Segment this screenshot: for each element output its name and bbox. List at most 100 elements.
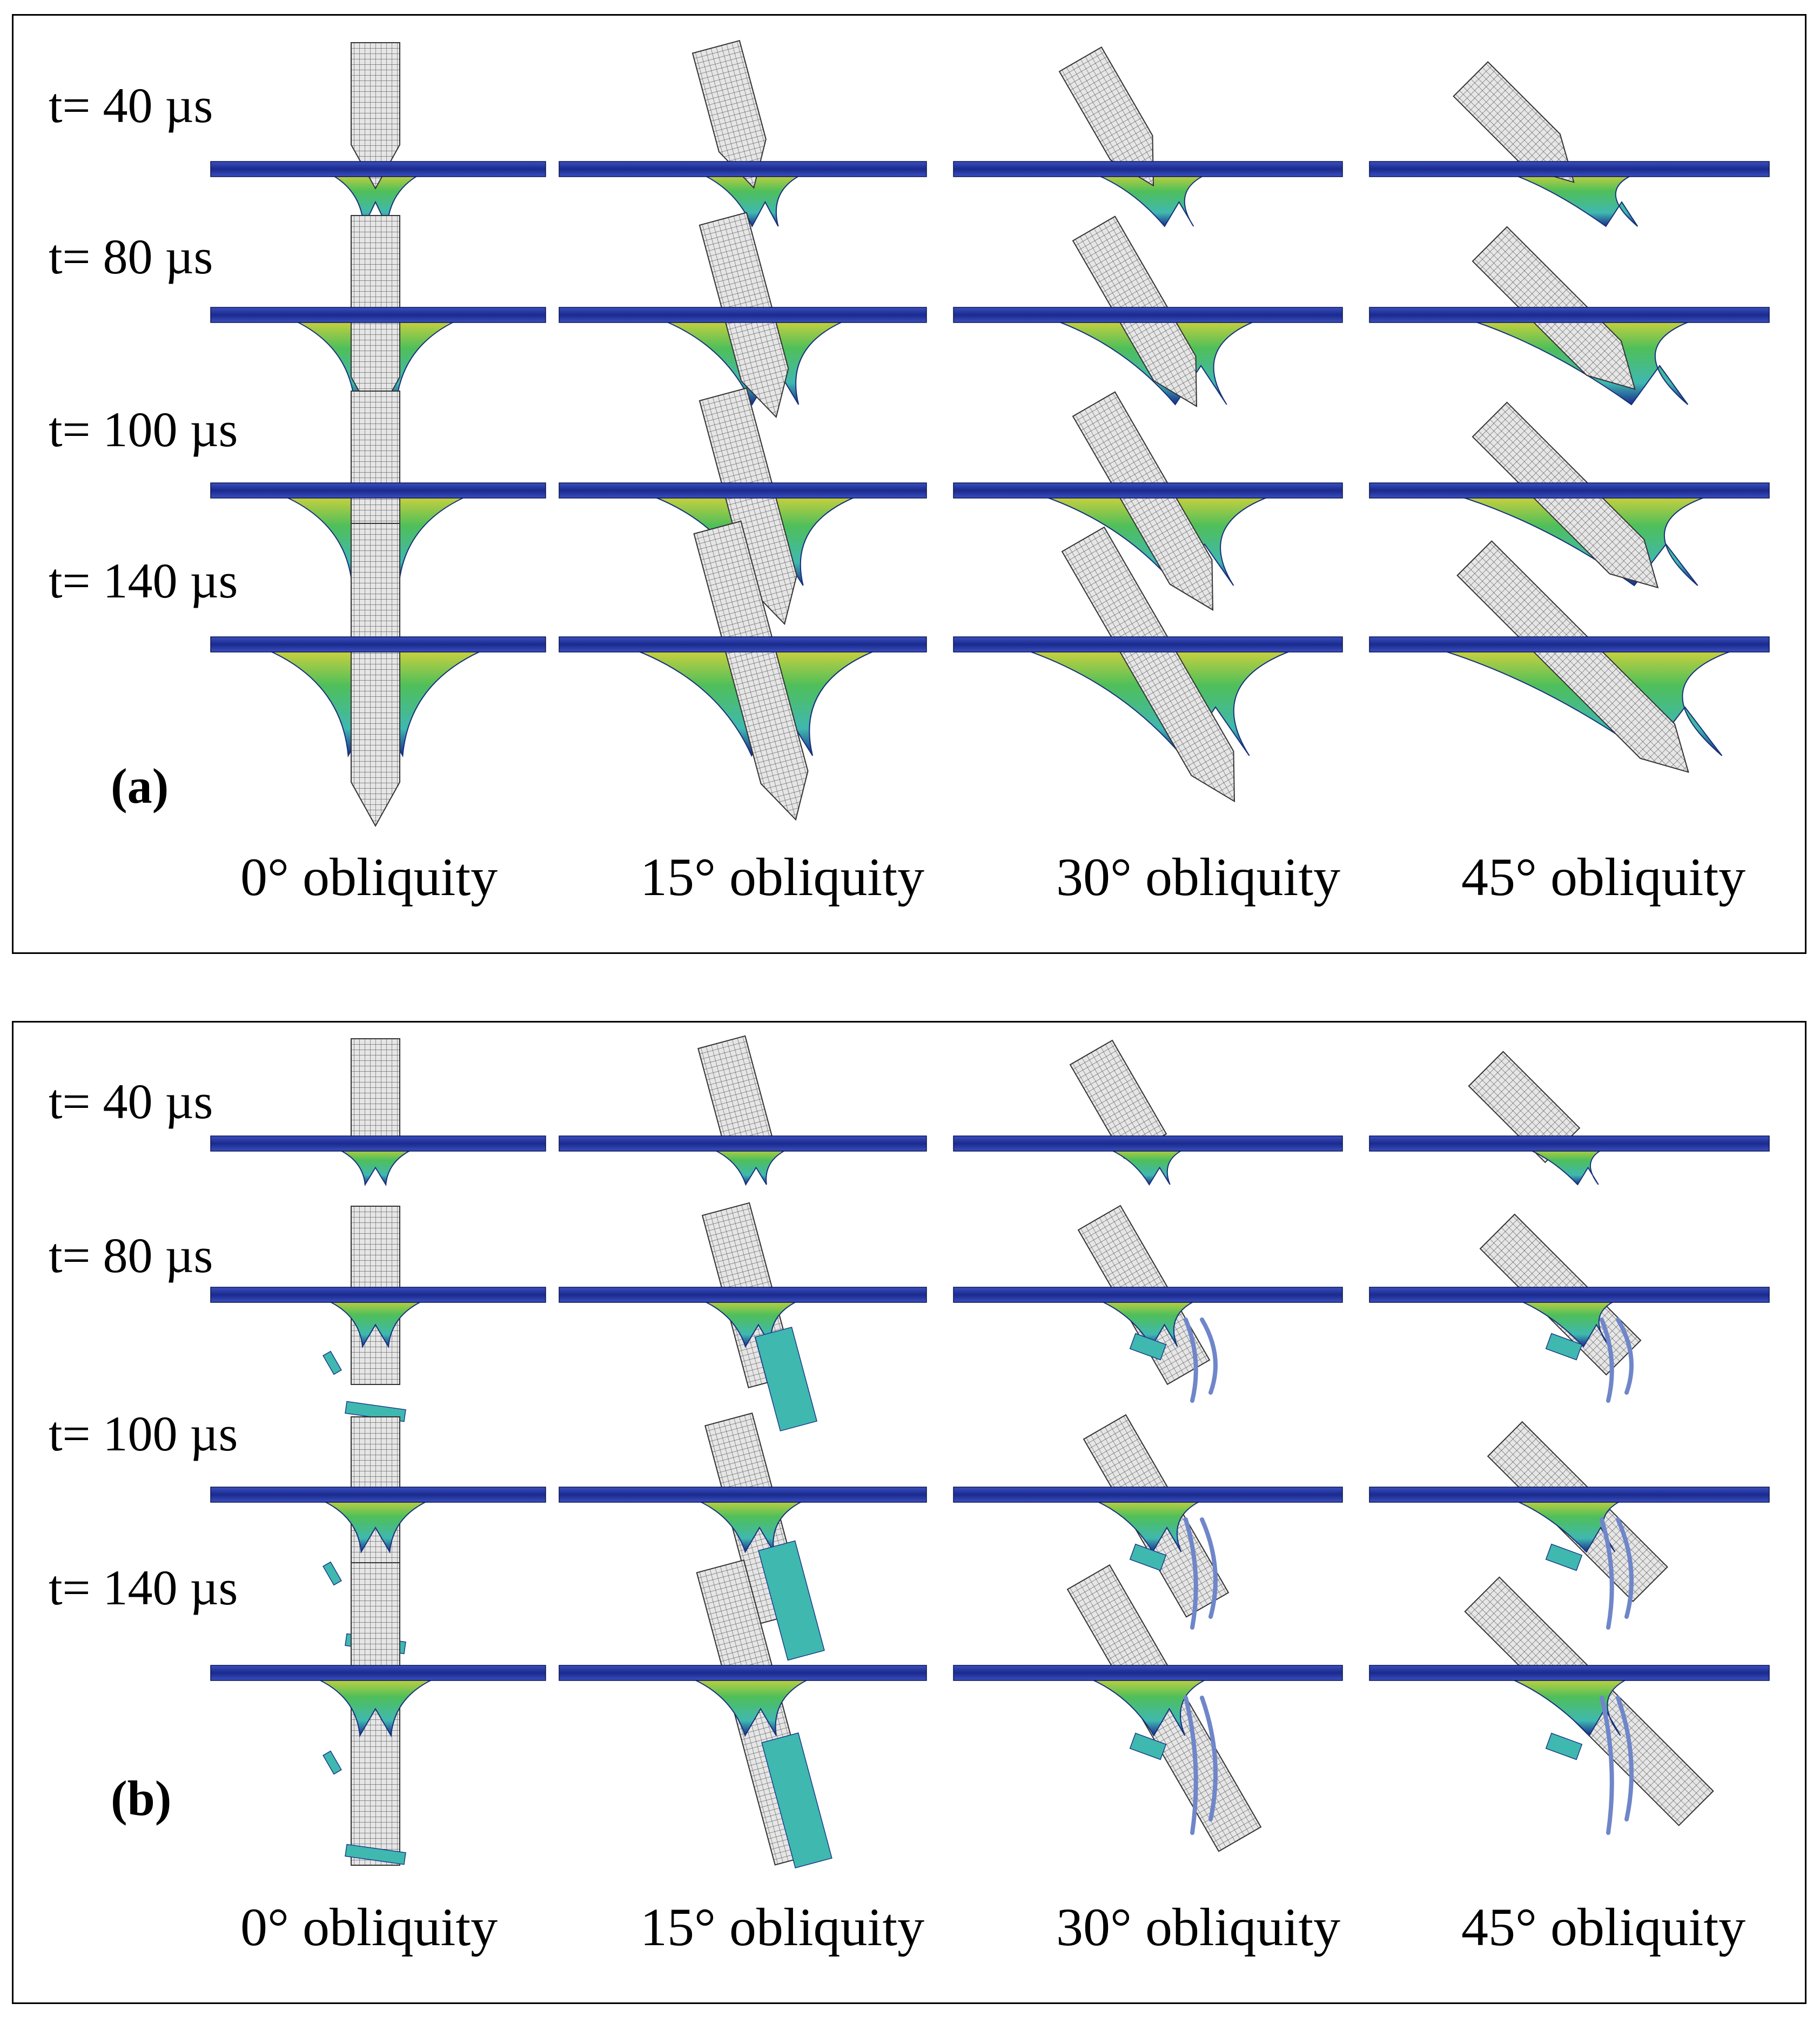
- deformation-zone: [1089, 1497, 1208, 1553]
- petal-strip: [1184, 1517, 1198, 1630]
- deformation-zone: [1507, 172, 1640, 227]
- target-plate: [559, 307, 927, 323]
- plate-fragment: [1129, 1732, 1167, 1760]
- petal-strip: [1616, 1696, 1634, 1821]
- petal-strip: [1600, 1517, 1614, 1630]
- time-label-100us: t= 100 µs: [49, 1406, 238, 1461]
- deformation-zone: [1103, 1146, 1190, 1186]
- column-label-45deg: 45° obliquity: [1461, 1897, 1746, 1957]
- plate-fragment: [754, 1327, 818, 1431]
- deformation-zone: [707, 1146, 794, 1186]
- target-plate: [559, 1287, 927, 1303]
- petal-strip: [1200, 1517, 1218, 1619]
- target-plate: [1369, 307, 1770, 323]
- target-plate: [210, 1287, 546, 1303]
- projectile: [1453, 61, 1575, 183]
- deformation-zone: [686, 1676, 816, 1737]
- target-plate: [1369, 1665, 1770, 1681]
- target-plate: [953, 161, 1343, 177]
- target-plate: [1369, 161, 1770, 177]
- target-plate: [953, 1665, 1343, 1681]
- petal-strip: [1616, 1317, 1634, 1395]
- target-plate: [1369, 1287, 1770, 1303]
- deformation-zone: [310, 1676, 441, 1738]
- panel-b: t= 40 µs t= 80 µs t= 100 µs t= 140 µs (b…: [12, 1021, 1806, 2004]
- column-label-45deg: 45° obliquity: [1461, 847, 1746, 907]
- plate-fragment: [323, 1350, 342, 1375]
- column-label-0deg: 0° obliquity: [240, 1897, 498, 1957]
- target-plate: [953, 636, 1343, 653]
- time-label-80us: t= 80 µs: [49, 229, 213, 284]
- column-label-30deg: 30° obliquity: [1056, 1897, 1341, 1957]
- time-label-140us: t= 140 µs: [49, 553, 238, 608]
- projectile: [351, 523, 400, 828]
- deformation-zone: [315, 1497, 435, 1554]
- time-label-100us: t= 100 µs: [49, 402, 238, 457]
- target-plate: [559, 1135, 927, 1152]
- target-plate: [1369, 482, 1770, 499]
- target-plate: [559, 636, 927, 653]
- target-plate: [1369, 1487, 1770, 1503]
- deformation-zone: [691, 1497, 811, 1554]
- petal-strip: [1600, 1317, 1614, 1403]
- projectile: [1456, 540, 1689, 773]
- projectile: [1058, 46, 1154, 187]
- deformation-zone: [697, 172, 807, 228]
- projectile: [697, 1035, 774, 1154]
- deformation-zone: [1093, 1297, 1202, 1348]
- column-label-15deg: 15° obliquity: [640, 847, 925, 907]
- projectile: [1069, 1039, 1167, 1159]
- projectile: [1072, 391, 1214, 611]
- target-plate: [953, 307, 1343, 323]
- target-plate: [953, 1487, 1343, 1503]
- column-label-15deg: 15° obliquity: [640, 1897, 925, 1957]
- petal-strip: [1600, 1696, 1614, 1835]
- deformation-zone: [1522, 1146, 1609, 1186]
- simulation-grid-a: [210, 39, 1770, 828]
- target-plate: [210, 1135, 546, 1152]
- target-plate: [210, 1487, 546, 1503]
- target-plate: [210, 482, 546, 499]
- target-plate: [559, 1665, 927, 1681]
- column-label-0deg: 0° obliquity: [240, 847, 498, 907]
- projectile: [693, 520, 809, 821]
- deformation-zone: [332, 1146, 419, 1187]
- deformation-zone: [1513, 1297, 1622, 1348]
- time-label-40us: t= 40 µs: [49, 1074, 213, 1129]
- petal-strip: [1184, 1696, 1198, 1835]
- deformation-zone: [1508, 1497, 1628, 1553]
- plate-fragment: [323, 1561, 342, 1586]
- plate-fragment: [761, 1732, 832, 1868]
- time-label-80us: t= 80 µs: [49, 1228, 213, 1283]
- petal-strip: [1616, 1517, 1634, 1619]
- petal-strip: [1200, 1317, 1218, 1395]
- target-plate: [210, 307, 546, 323]
- time-label-140us: t= 140 µs: [49, 1560, 238, 1615]
- panel-label: (a): [111, 758, 169, 813]
- panel-a: t= 40 µs t= 80 µs t= 100 µs t= 140 µs (a…: [12, 14, 1806, 954]
- petal-strip: [1200, 1696, 1218, 1821]
- plate-fragment: [345, 1844, 406, 1865]
- deformation-zone: [326, 172, 425, 228]
- target-plate: [953, 1135, 1343, 1152]
- target-plate: [1369, 1135, 1770, 1152]
- petal-strip: [1184, 1317, 1198, 1403]
- target-plate: [559, 482, 927, 499]
- projectile: [1061, 526, 1235, 803]
- target-plate: [559, 161, 927, 177]
- plate-fragment: [1129, 1543, 1167, 1571]
- simulation-grid-b: [210, 1035, 1770, 1868]
- panel-label: (b): [111, 1771, 172, 1826]
- plate-fragment: [1545, 1732, 1583, 1760]
- time-label-40us: t= 40 µs: [49, 78, 213, 133]
- plate-fragment: [758, 1540, 825, 1661]
- plate-fragment: [1545, 1333, 1583, 1361]
- target-plate: [953, 1287, 1343, 1303]
- target-plate: [953, 482, 1343, 499]
- target-plate: [210, 1665, 546, 1681]
- plate-fragment: [1129, 1333, 1167, 1361]
- projectile: [351, 1038, 400, 1147]
- column-label-30deg: 30° obliquity: [1056, 847, 1341, 907]
- deformation-zone: [321, 1297, 430, 1349]
- target-plate: [210, 161, 546, 177]
